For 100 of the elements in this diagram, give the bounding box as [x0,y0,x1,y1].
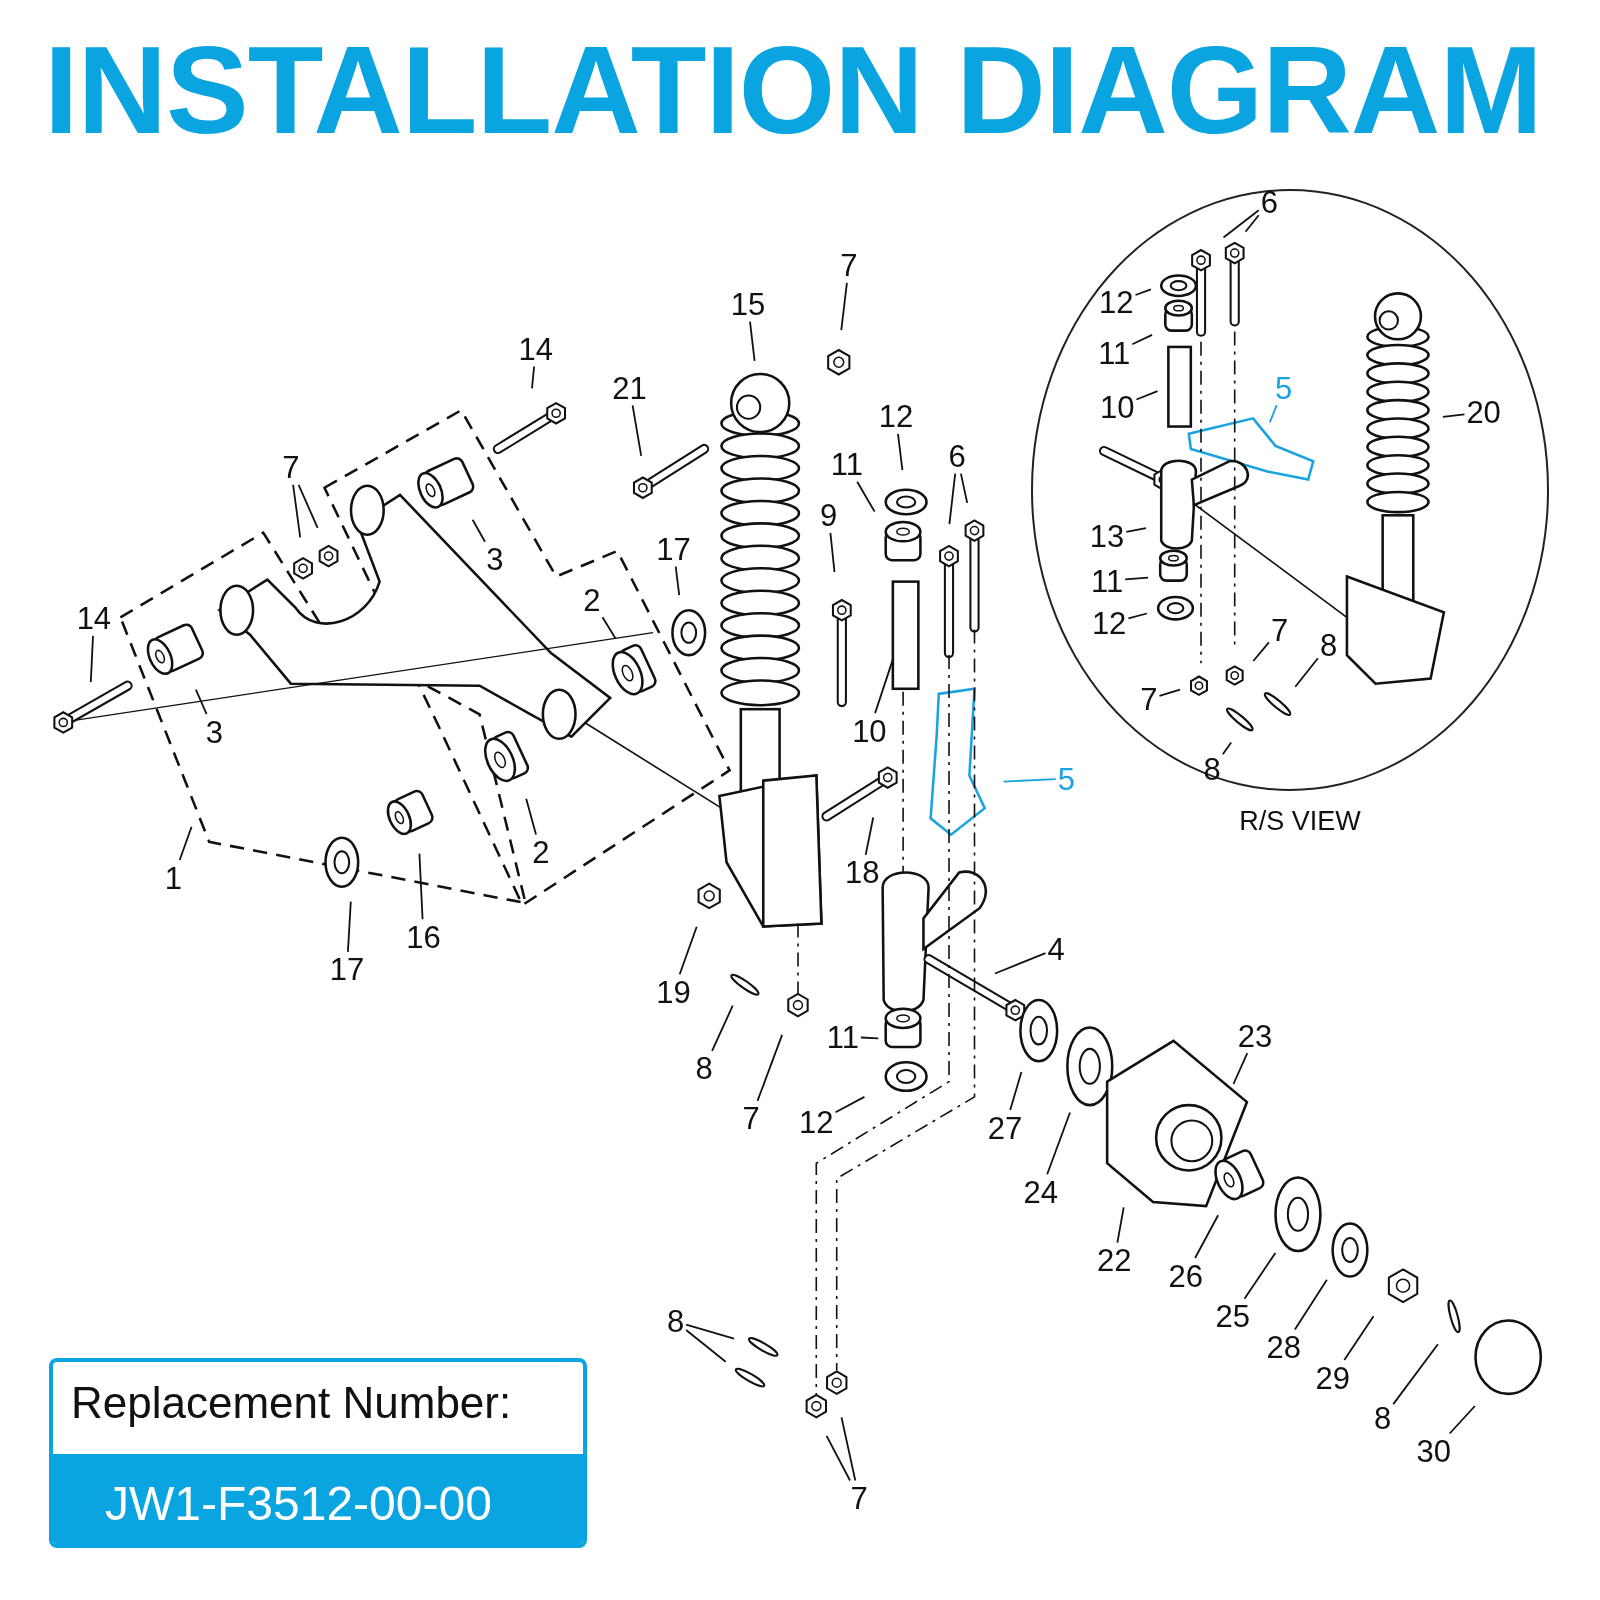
leader-line [601,616,617,640]
leader-line [1221,741,1233,756]
leader-line [825,1434,851,1482]
leader-line [1158,688,1181,697]
leader-line [1009,1071,1023,1111]
callout-number: 11 [830,448,864,480]
leader-line [834,1096,866,1114]
callout-number: 12 [799,1106,834,1138]
leader-line [749,320,756,362]
leader-line [418,852,424,921]
leader-line [195,688,208,715]
leader-line [1127,612,1148,620]
callout-number: 3 [205,716,223,748]
callout-number: 9 [819,499,838,531]
leader-line [960,472,969,504]
leader-line [685,1323,735,1340]
leader-line [1134,288,1152,296]
callout-number: 14 [76,602,112,634]
callout-number: 19 [656,976,691,1008]
leader-line [678,925,698,976]
leader-line [1116,1206,1125,1244]
leader-line [1244,214,1260,233]
callout-number: 16 [406,921,441,953]
leader-line [1448,1405,1476,1435]
callout-number: 6 [1260,186,1278,218]
callout-number: 7 [1270,614,1289,646]
leader-line [1392,1343,1439,1405]
leader-line [1124,576,1149,581]
leader-line [840,281,848,332]
callout-number: 22 [1097,1244,1132,1276]
callout-number: 24 [1023,1176,1059,1208]
leader-line [1135,390,1159,401]
leader-line [1131,334,1153,346]
leader-line [1243,1252,1277,1300]
callout-number: 20 [1466,396,1501,428]
leader-line [1046,1111,1071,1176]
callout-number: 7 [840,249,858,281]
leader-line [347,900,352,953]
callout-number: 10 [1100,391,1135,423]
leader-line [856,480,876,513]
callout-number: 5 [1275,372,1293,404]
callout-number: 7 [282,451,300,483]
leader-line [994,952,1047,975]
callout-number: 15 [730,288,766,320]
leader-line [1294,1278,1328,1331]
callout-number: 11 [826,1021,859,1053]
leader-line [674,565,681,597]
leader-line [685,1329,727,1363]
callout-number: 6 [948,440,966,472]
callout-number: 12 [878,400,914,432]
callout-number: 14 [518,333,553,365]
part-number-panel [49,1358,587,1548]
callout-number: 12 [1091,607,1127,639]
callout-number: 3 [486,543,504,575]
callout-number: 26 [1168,1260,1203,1291]
callout-number: 7 [850,1482,868,1514]
leader-line [1002,778,1057,783]
leader-line [1442,413,1466,418]
leader-line [897,432,904,471]
callout-number: 4 [1047,933,1065,965]
leader-line [531,365,535,390]
leader-line [864,816,875,856]
panel-heading: Replacement Number: [71,1378,512,1428]
part-number: JW1-F3512-00-00 [105,1476,492,1531]
callout-number: 5 [1057,763,1075,795]
leader-line [1268,404,1278,424]
leader-line [829,531,836,573]
leader-line [297,483,319,529]
callout-number: 30 [1416,1435,1451,1467]
callout-number: 28 [1266,1331,1301,1363]
callout-number: 17 [656,533,691,565]
leader-line [1294,657,1319,688]
leader-line [948,472,957,525]
callout-number: 27 [987,1112,1023,1144]
callout-number: 8 [695,1052,713,1084]
callout-number: 29 [1315,1362,1350,1394]
callout-number: 21 [612,372,647,404]
callout-number: 13 [1089,520,1125,552]
callout-number: 8 [1374,1402,1392,1434]
leader-line [840,1416,857,1482]
callout-number: 7 [742,1102,760,1134]
callout-number: 8 [666,1305,685,1337]
callout-number: 17 [329,953,365,985]
leader-line [1252,641,1270,662]
leader-line [292,483,302,539]
leader-line [631,404,643,457]
leader-line [860,1036,880,1040]
leader-line [1222,209,1260,239]
callout-number: 12 [1099,286,1134,318]
page-title: INSTALLATION DIAGRAM [44,28,1542,152]
leader-line [874,657,894,714]
leader-line [1232,1052,1249,1085]
callout-number: 11 [1098,337,1131,369]
leader-line [471,518,486,543]
leader-line [1125,527,1147,533]
leader-line [525,797,537,836]
callout-number: 25 [1215,1300,1250,1332]
leader-line [1194,1214,1219,1259]
callout-number: 11 [1091,565,1124,597]
leader-line [89,635,94,683]
